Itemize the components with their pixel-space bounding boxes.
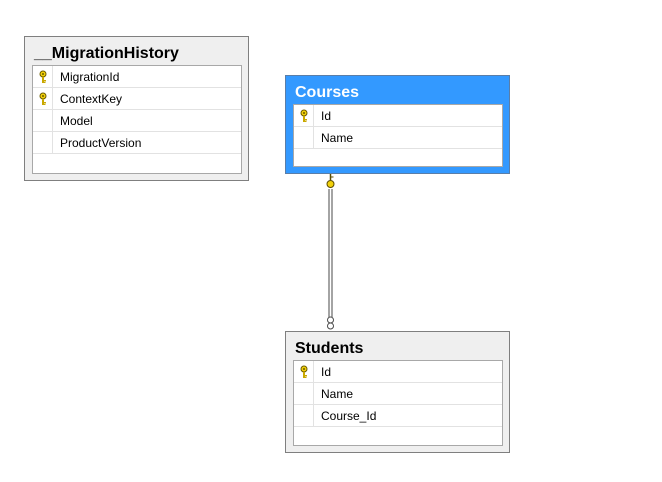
table-title: __MigrationHistory: [34, 45, 179, 62]
table-title: Courses: [295, 84, 360, 101]
column-row[interactable]: MigrationId: [33, 66, 241, 88]
column-grid: Id Name: [293, 104, 503, 167]
relationship-key-end-icon: [326, 174, 335, 188]
column-name: Id: [321, 364, 332, 379]
column-row[interactable]: Id: [294, 105, 502, 127]
column-name: Id: [321, 108, 332, 123]
column-name: Course_Id: [321, 408, 377, 423]
column-row[interactable]: Model: [33, 110, 241, 132]
empty-key-cell: [294, 127, 314, 148]
column-name: Model: [60, 113, 93, 128]
column-row[interactable]: Name: [294, 383, 502, 405]
column-row[interactable]: Name: [294, 127, 502, 149]
empty-key-cell: [294, 383, 314, 404]
column-row[interactable]: Course_Id: [294, 405, 502, 427]
column-name: ProductVersion: [60, 135, 142, 150]
column-name: MigrationId: [60, 69, 120, 84]
relationship-infinity-end-icon: [327, 316, 334, 330]
empty-key-cell: [33, 110, 53, 131]
column-row[interactable]: ContextKey: [33, 88, 241, 110]
column-row[interactable]: Id: [294, 361, 502, 383]
column-name: Name: [321, 130, 354, 145]
key-icon: [294, 105, 314, 126]
empty-key-cell: [294, 405, 314, 426]
column-grid: MigrationId ContextKey Model ProductVers…: [32, 65, 242, 174]
column-name: ContextKey: [60, 91, 123, 106]
key-icon: [294, 361, 314, 382]
key-icon: [33, 66, 53, 87]
table-students[interactable]: Students Id Name Course_Id: [285, 331, 510, 453]
column-grid: Id Name Course_Id: [293, 360, 503, 446]
key-icon: [33, 88, 53, 109]
table-title: Students: [295, 340, 364, 357]
column-name: Name: [321, 386, 354, 401]
table-courses[interactable]: Courses Id Name: [285, 75, 510, 174]
column-row[interactable]: ProductVersion: [33, 132, 241, 154]
empty-key-cell: [33, 132, 53, 153]
table-migration-history[interactable]: __MigrationHistory MigrationId ContextKe…: [24, 36, 249, 181]
